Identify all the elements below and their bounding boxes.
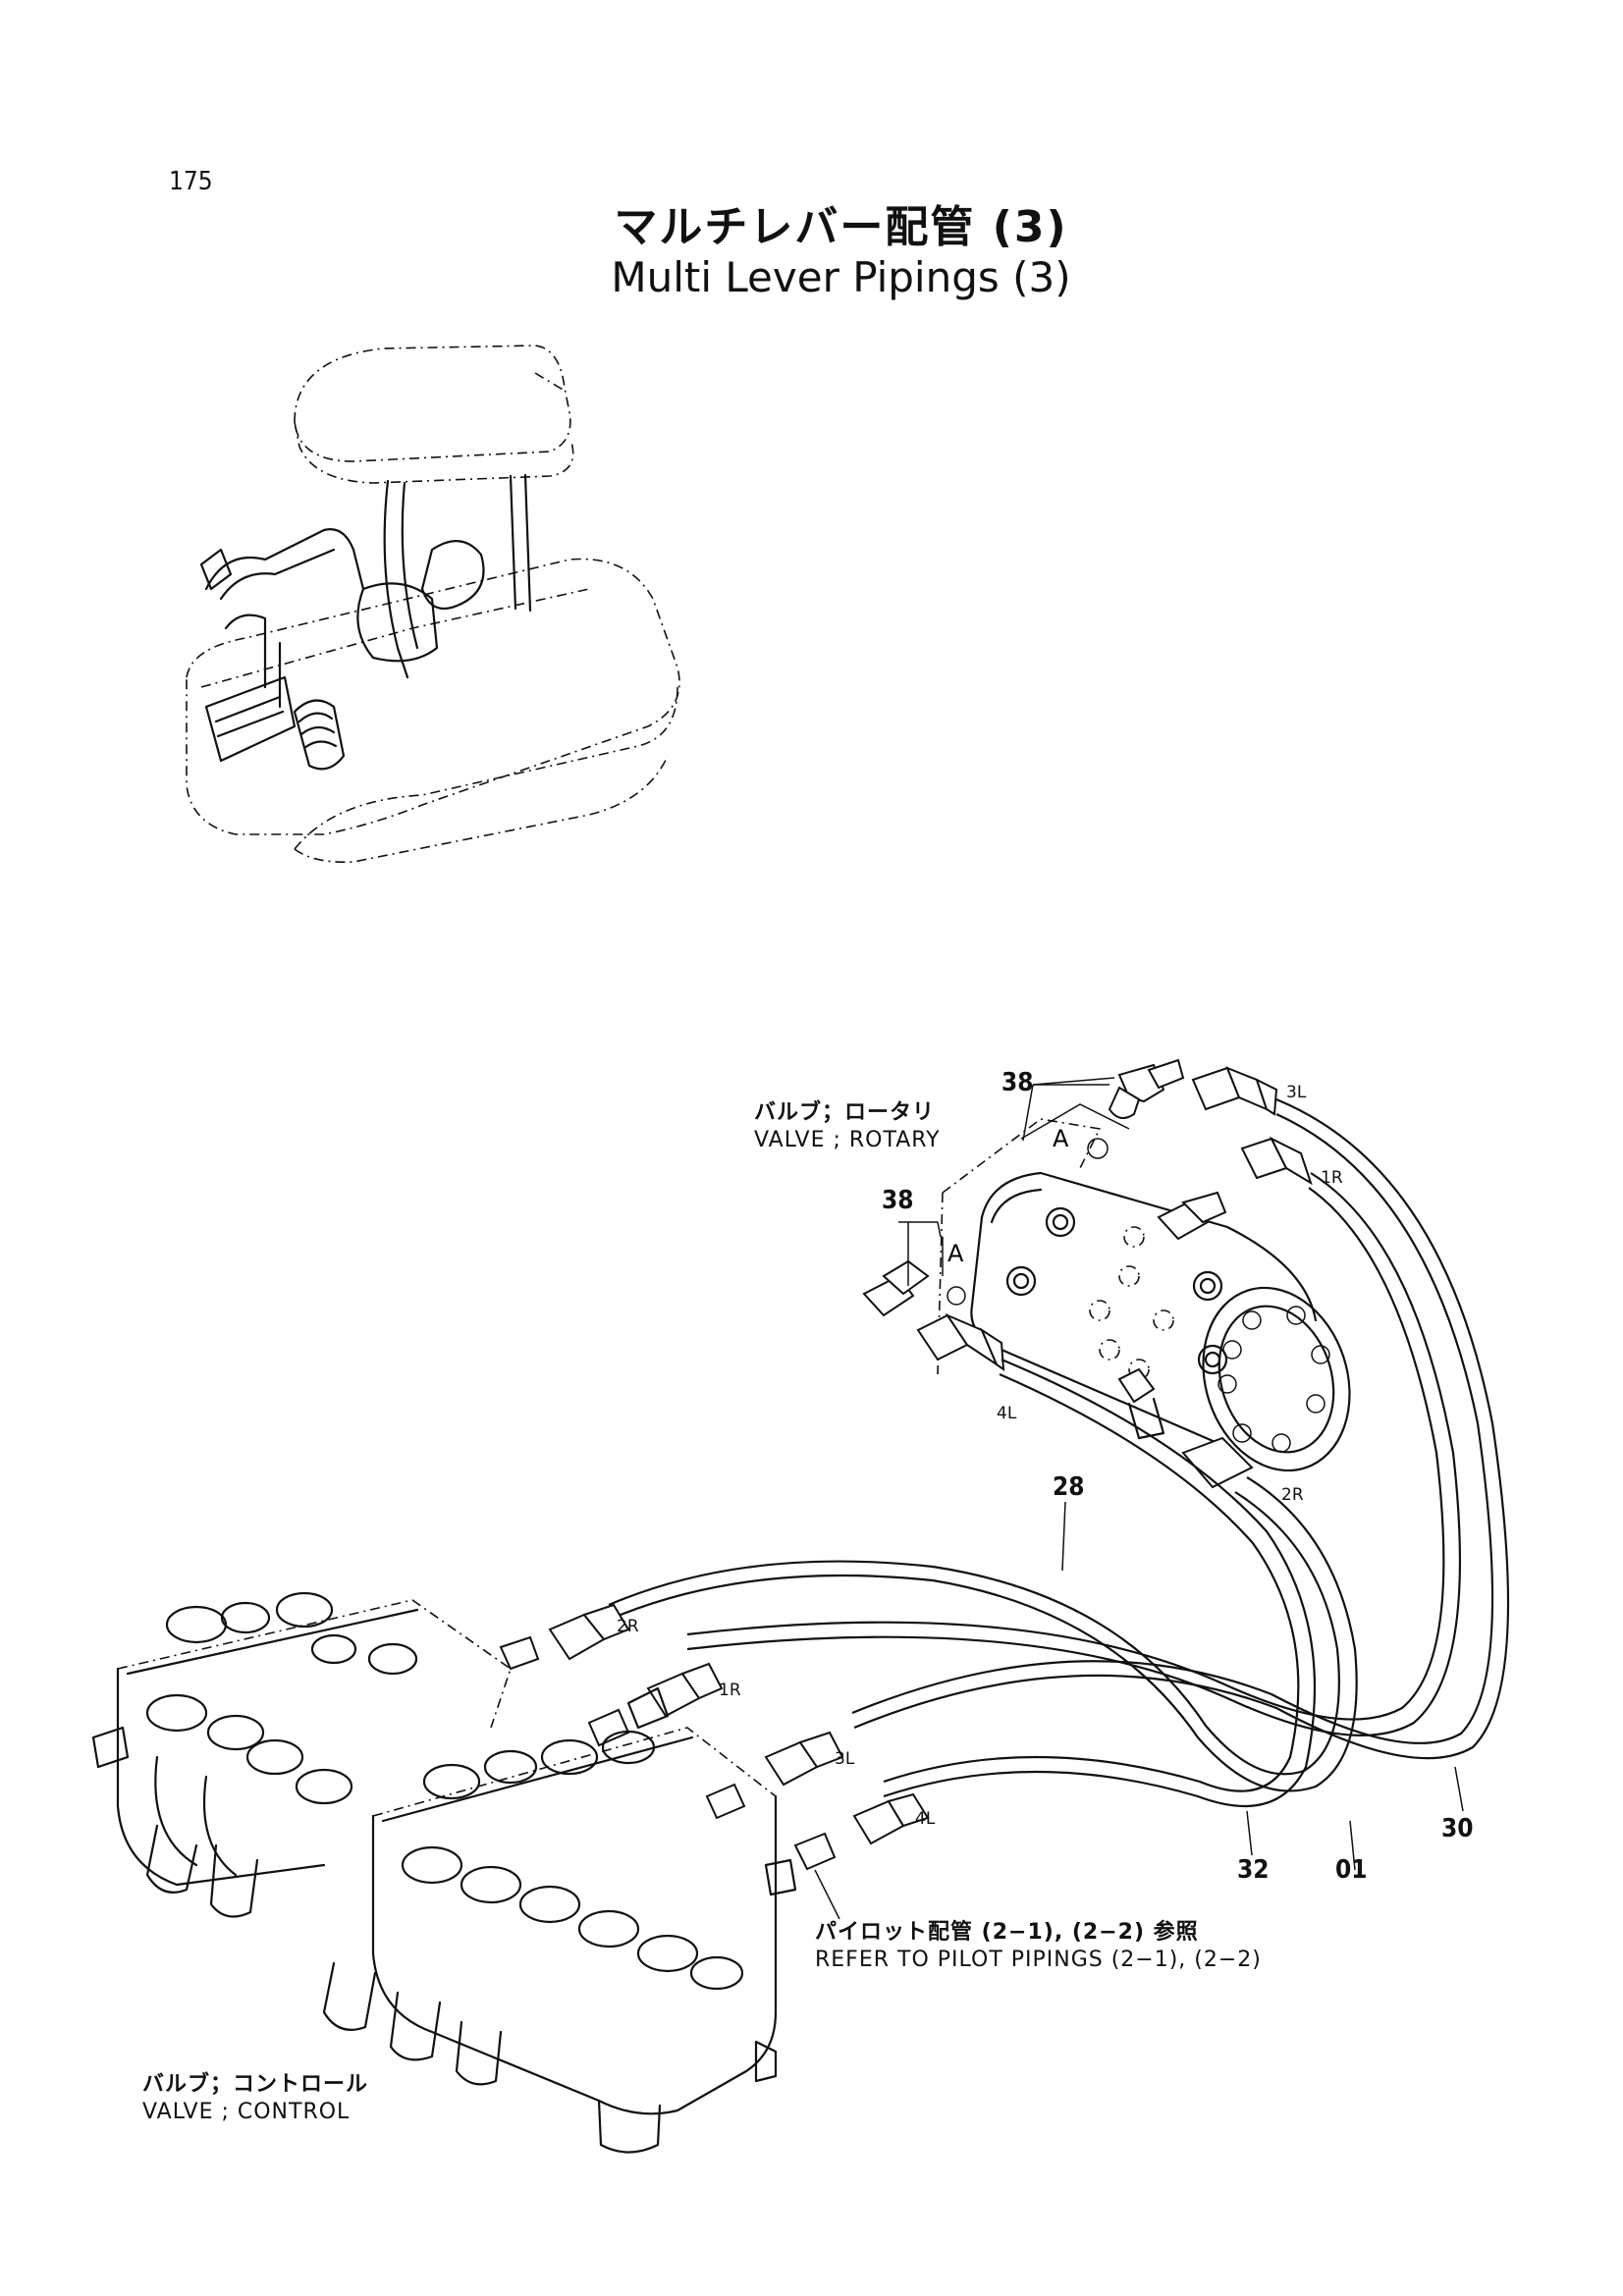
control-side-hose-fittings [499, 1603, 930, 1920]
title-english: Multi Lever Pipings (3) [611, 253, 1071, 301]
hydraulic-hoses [608, 1097, 1510, 1808]
machine-overview-illustration [186, 345, 680, 864]
pilot-piping-reference: パイロット配管 (2−1), (2−2) 参照 REFER TO PILOT P… [815, 1919, 1262, 1973]
callout-28: 28 [1053, 1472, 1085, 1502]
callout-38-mid: 38 [882, 1186, 914, 1215]
hose-tag-bot-1R: 1R [719, 1681, 741, 1700]
hose-tag-bot-2R: 2R [617, 1617, 639, 1636]
callout-32: 32 [1237, 1855, 1270, 1885]
hose-tag-top-1R: 1R [1321, 1168, 1343, 1188]
view-marker-a-mid: A [947, 1240, 964, 1267]
control-valve-label-en: VALVE ; CONTROL [142, 2099, 351, 2124]
callout-01: 01 [1335, 1855, 1368, 1885]
page-number: 175 [169, 167, 213, 196]
callout-38-top: 38 [1001, 1068, 1034, 1097]
hose-tag-bot-4L: 4L [915, 1809, 936, 1829]
hose-tag-top-4L: 4L [997, 1404, 1017, 1423]
title-japanese: マルチレバー配管 (3) [614, 202, 1068, 252]
rotary-valve-label-en: VALVE ; ROTARY [754, 1127, 941, 1152]
callout-30: 30 [1441, 1814, 1474, 1843]
rotary-valve-label: バルブ；ロータリ VALVE ; ROTARY [754, 1099, 941, 1153]
rotary-valve-label-ja: バルブ；ロータリ [754, 1100, 936, 1125]
control-valve-drawing [91, 1591, 797, 2154]
pilot-ref-ja: パイロット配管 (2−1), (2−2) 参照 [815, 1920, 1199, 1945]
pilot-ref-en: REFER TO PILOT PIPINGS (2−1), (2−2) [815, 1947, 1262, 1972]
hose-tag-bot-3L: 3L [835, 1749, 855, 1769]
view-marker-a-top: A [1053, 1125, 1069, 1152]
control-valve-label: バルブ；コントロール VALVE ; CONTROL [142, 2071, 368, 2125]
hose-tag-top-3L: 3L [1286, 1083, 1307, 1102]
rotary-side-hose-fittings [916, 1066, 1313, 1372]
hose-tag-top-2R: 2R [1281, 1485, 1304, 1505]
rotary-valve-drawing [862, 1058, 1351, 1489]
control-valve-label-ja: バルブ；コントロール [142, 2072, 369, 2097]
